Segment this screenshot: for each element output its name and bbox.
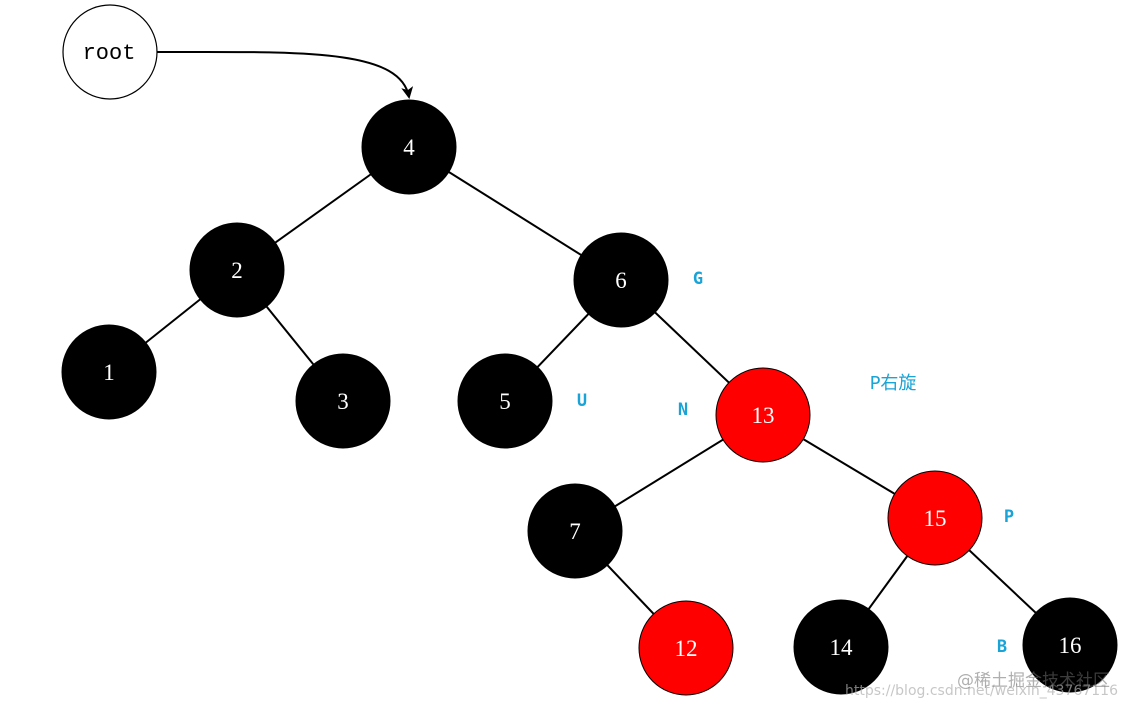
tree-node-5: 5 bbox=[457, 353, 553, 449]
node-circle-13 bbox=[715, 367, 811, 463]
node-label-7: 7 bbox=[569, 519, 581, 544]
root-arrow bbox=[156, 50, 414, 99]
root-pointer: root bbox=[62, 4, 414, 100]
node-circle-4 bbox=[361, 99, 457, 195]
node-circle-15 bbox=[887, 470, 983, 566]
tree-node-16: 16 bbox=[1022, 597, 1118, 693]
node-circle-5 bbox=[457, 353, 553, 449]
node-circle-16 bbox=[1022, 597, 1118, 693]
node-label-15: 15 bbox=[924, 506, 947, 531]
node-label-6: 6 bbox=[615, 268, 627, 293]
annotation-rotation: P右旋 bbox=[870, 373, 917, 394]
node-circle-3 bbox=[295, 353, 391, 449]
annotation-n: N bbox=[678, 400, 688, 420]
node-circle-6 bbox=[573, 232, 669, 328]
node-label-12: 12 bbox=[675, 636, 698, 661]
watermark-brand: @稀土掘金技术社区 bbox=[957, 671, 1110, 691]
tree-node-14: 14 bbox=[793, 599, 889, 695]
tree-node-3: 3 bbox=[295, 353, 391, 449]
node-label-3: 3 bbox=[337, 389, 349, 414]
node-label-1: 1 bbox=[103, 360, 115, 385]
annotation-p: P bbox=[1004, 507, 1014, 527]
tree-node-13: 13 bbox=[715, 367, 811, 463]
tree-node-7: 7 bbox=[527, 483, 623, 579]
watermark-url: https://blog.csdn.net/weixin_43767116 bbox=[844, 683, 1118, 699]
node-circle-12 bbox=[638, 600, 734, 696]
node-circle-14 bbox=[793, 599, 889, 695]
node-label-14: 14 bbox=[830, 635, 854, 660]
node-label-13: 13 bbox=[752, 403, 775, 428]
tree-annotations: G U N P右旋 P B bbox=[577, 269, 1014, 657]
node-label-16: 16 bbox=[1059, 633, 1082, 658]
tree-node-4: 4 bbox=[361, 99, 457, 195]
annotation-g: G bbox=[693, 269, 703, 289]
annotation-b: B bbox=[997, 637, 1007, 657]
tree-node-6: 6 bbox=[573, 232, 669, 328]
node-label-5: 5 bbox=[499, 389, 511, 414]
root-label: root bbox=[83, 41, 136, 66]
node-circle-2 bbox=[189, 222, 285, 318]
annotation-u: U bbox=[577, 391, 587, 411]
node-circle-1 bbox=[61, 324, 157, 420]
node-label-4: 4 bbox=[403, 135, 415, 160]
node-label-2: 2 bbox=[231, 258, 243, 283]
tree-node-1: 1 bbox=[61, 324, 157, 420]
tree-node-2: 2 bbox=[189, 222, 285, 318]
tree-node-12: 12 bbox=[638, 600, 734, 696]
node-circle-7 bbox=[527, 483, 623, 579]
tree-node-15: 15 bbox=[887, 470, 983, 566]
